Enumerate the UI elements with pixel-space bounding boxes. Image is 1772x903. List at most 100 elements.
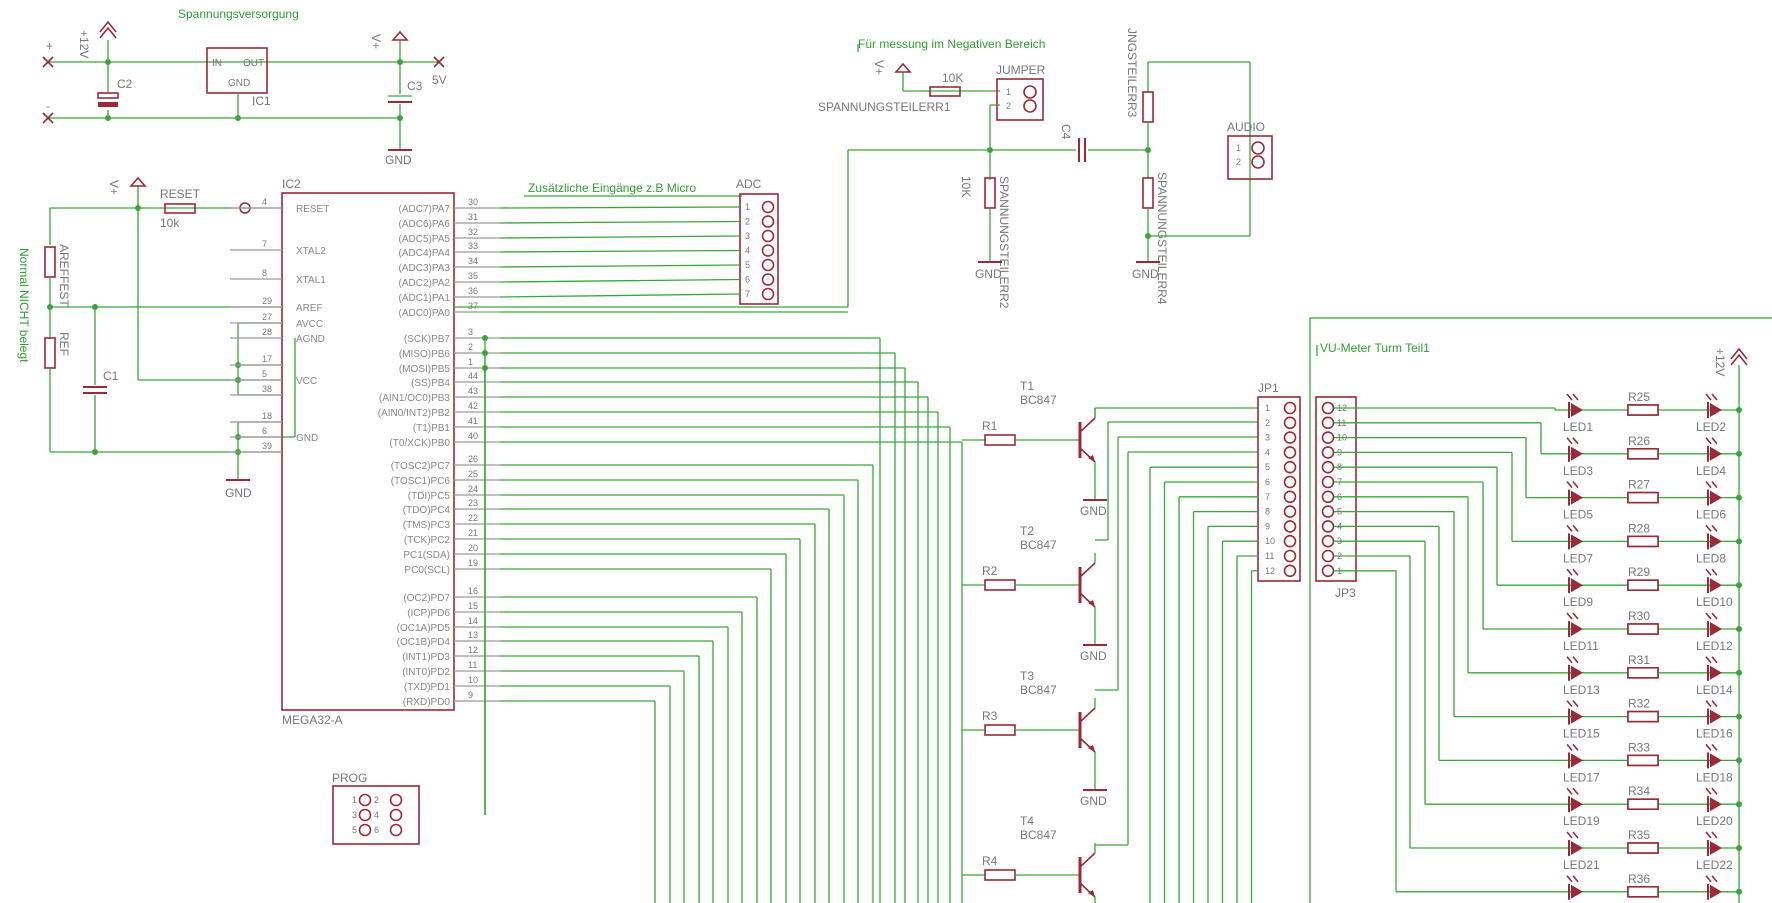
led-right xyxy=(1710,709,1722,724)
mcu-left-circuit: V+ RESET 10k AREFFEST REF Normal NICHT b… xyxy=(17,176,296,500)
led-left-label: LED21 xyxy=(1563,858,1600,872)
transistor-part: BC847 xyxy=(1020,683,1057,697)
vu-resistor-label: R34 xyxy=(1628,784,1650,798)
jp1-pin-num: 5 xyxy=(1265,462,1270,472)
mcu-right-pin-num: 2 xyxy=(468,342,473,352)
mcu-right-pin-name: (ADC0)PA0 xyxy=(399,308,451,319)
jp1-pin-num: 4 xyxy=(1265,447,1270,457)
audio-pin-num: 1 xyxy=(1236,143,1241,153)
jp1-pin-num: 10 xyxy=(1265,536,1275,546)
gnd-label-transistor: GND xyxy=(1080,794,1107,808)
vplus-label-reset: V+ xyxy=(107,180,121,195)
jumper-pin-num: 1 xyxy=(1006,87,1011,97)
mcu-right-pin-num: 36 xyxy=(468,286,478,296)
mcu-right-pin-name: (TOSC2)PC7 xyxy=(391,461,451,472)
vplus-label-power: V+ xyxy=(369,34,383,49)
vplus-symbol-power xyxy=(391,30,409,41)
vu-resistor-label: R26 xyxy=(1628,434,1650,448)
led-left xyxy=(1571,446,1583,461)
reset-resistor-value: 10k xyxy=(160,216,180,230)
mcu-right-pin-name: (ICP)PD6 xyxy=(407,608,450,619)
gnd-label-transistor: GND xyxy=(1080,504,1107,518)
mcu-right-pin-num: 32 xyxy=(468,227,478,237)
mcu-right-pin-num: 40 xyxy=(468,431,478,441)
gnd-label-r2: GND xyxy=(975,267,1002,281)
vu-resistor-label: R36 xyxy=(1628,872,1650,886)
r2-value: 10K xyxy=(959,176,973,197)
extra-inputs-title: Zusätzliche Eingänge z.B Micro xyxy=(528,181,696,195)
base-resistor-label: R2 xyxy=(982,564,998,578)
led-right-label: LED4 xyxy=(1696,464,1726,478)
jp1-pin-num: 6 xyxy=(1265,477,1270,487)
normal-note: Normal NICHT belegt xyxy=(17,248,31,363)
mcu-left-pin-name: AREF xyxy=(296,303,323,314)
minus-label: - xyxy=(46,99,50,113)
mcu-right-pin-name: (ADC3)PA3 xyxy=(399,263,451,274)
adc-label: ADC xyxy=(736,177,762,191)
base-resistor xyxy=(984,579,1016,591)
audio-pin-num: 2 xyxy=(1236,157,1241,167)
negative-range-section: Für messung im Negativen Bereich V+ 10K … xyxy=(454,28,1273,309)
mcu-right-pin-name: (SS)PB4 xyxy=(411,378,450,389)
led-left-label: LED7 xyxy=(1563,551,1593,565)
c1-label: C1 xyxy=(103,369,119,383)
mcu-part-label: MEGA32-A xyxy=(282,713,343,727)
supply-plus-terminal xyxy=(42,56,54,68)
led-left xyxy=(1571,403,1583,417)
mcu-right-pin-num: 42 xyxy=(468,401,478,411)
led-left-label: LED13 xyxy=(1563,683,1600,697)
mcu-right-pin-num: 15 xyxy=(468,601,478,611)
mcu-right-pin-name: (MISO)PB6 xyxy=(399,349,451,360)
mcu-right-pin-num: 20 xyxy=(468,543,478,553)
mcu-right-pin-num: 21 xyxy=(468,528,478,538)
mcu-left-pin-num: 7 xyxy=(262,239,267,249)
jp1-pin-num: 8 xyxy=(1265,507,1270,517)
led-right xyxy=(1710,753,1722,768)
mcu-left-pin-name: RESET xyxy=(296,204,329,215)
mcu-left-pin-num: 6 xyxy=(262,426,267,436)
led-left-label: LED3 xyxy=(1563,464,1593,478)
led-right xyxy=(1710,490,1722,505)
led-left-label: LED11 xyxy=(1563,639,1599,653)
r4-label: SPANNUNGSTEILERR4 xyxy=(1155,172,1169,305)
mcu-right-pin-name: (TDO)PC4 xyxy=(403,505,451,516)
adc-pin-num: 2 xyxy=(745,217,750,227)
gnd-label-transistor: GND xyxy=(1080,649,1107,663)
spannungsteiler-r3 xyxy=(1142,91,1154,123)
mcu-right-pin-num: 12 xyxy=(468,645,478,655)
mcu-right-pin-name: (OC1B)PD4 xyxy=(397,637,451,648)
led-left xyxy=(1571,753,1583,768)
port-bus-wires xyxy=(482,206,963,903)
mcu-right-pin-name: (MOSI)PB5 xyxy=(399,364,451,375)
led-right-label: LED20 xyxy=(1696,814,1733,828)
vu-resistor-label: R29 xyxy=(1628,565,1650,579)
led-left-label: LED19 xyxy=(1563,814,1600,828)
gnd-label-c3: GND xyxy=(385,153,412,167)
ic1-regulator xyxy=(206,47,268,94)
ref-resistor xyxy=(44,337,56,369)
mcu-right-pin-num: 31 xyxy=(468,212,478,222)
mcu-right-pin-num: 10 xyxy=(468,675,478,685)
mcu-right-pin-name: (TMS)PC3 xyxy=(403,520,451,531)
led-right-label: LED22 xyxy=(1696,858,1733,872)
mcu-right-pin-name: (OC1A)PD5 xyxy=(397,623,451,634)
reset-resistor-label: RESET xyxy=(160,187,201,201)
gnd-label-r4: GND xyxy=(1132,267,1159,281)
jp1-connector xyxy=(1257,396,1301,582)
led-right xyxy=(1710,446,1722,461)
led-right xyxy=(1710,578,1722,593)
ref-label: REF xyxy=(57,332,71,356)
prog-label: PROG xyxy=(332,771,367,785)
base-resistor xyxy=(984,869,1016,881)
mcu-right-pin-name: (ADC5)PA5 xyxy=(399,234,451,245)
prog-pin-num: 2 xyxy=(374,795,379,805)
mcu-left-pin-num: 18 xyxy=(262,411,272,421)
mcu-right-pin-name: (ADC1)PA1 xyxy=(399,293,451,304)
mcu-right-pin-name: (AIN1/OC0)PB3 xyxy=(379,393,451,404)
c2-label: C2 xyxy=(117,77,133,91)
led-right-label: LED14 xyxy=(1696,683,1733,697)
transistor-part: BC847 xyxy=(1020,828,1057,842)
